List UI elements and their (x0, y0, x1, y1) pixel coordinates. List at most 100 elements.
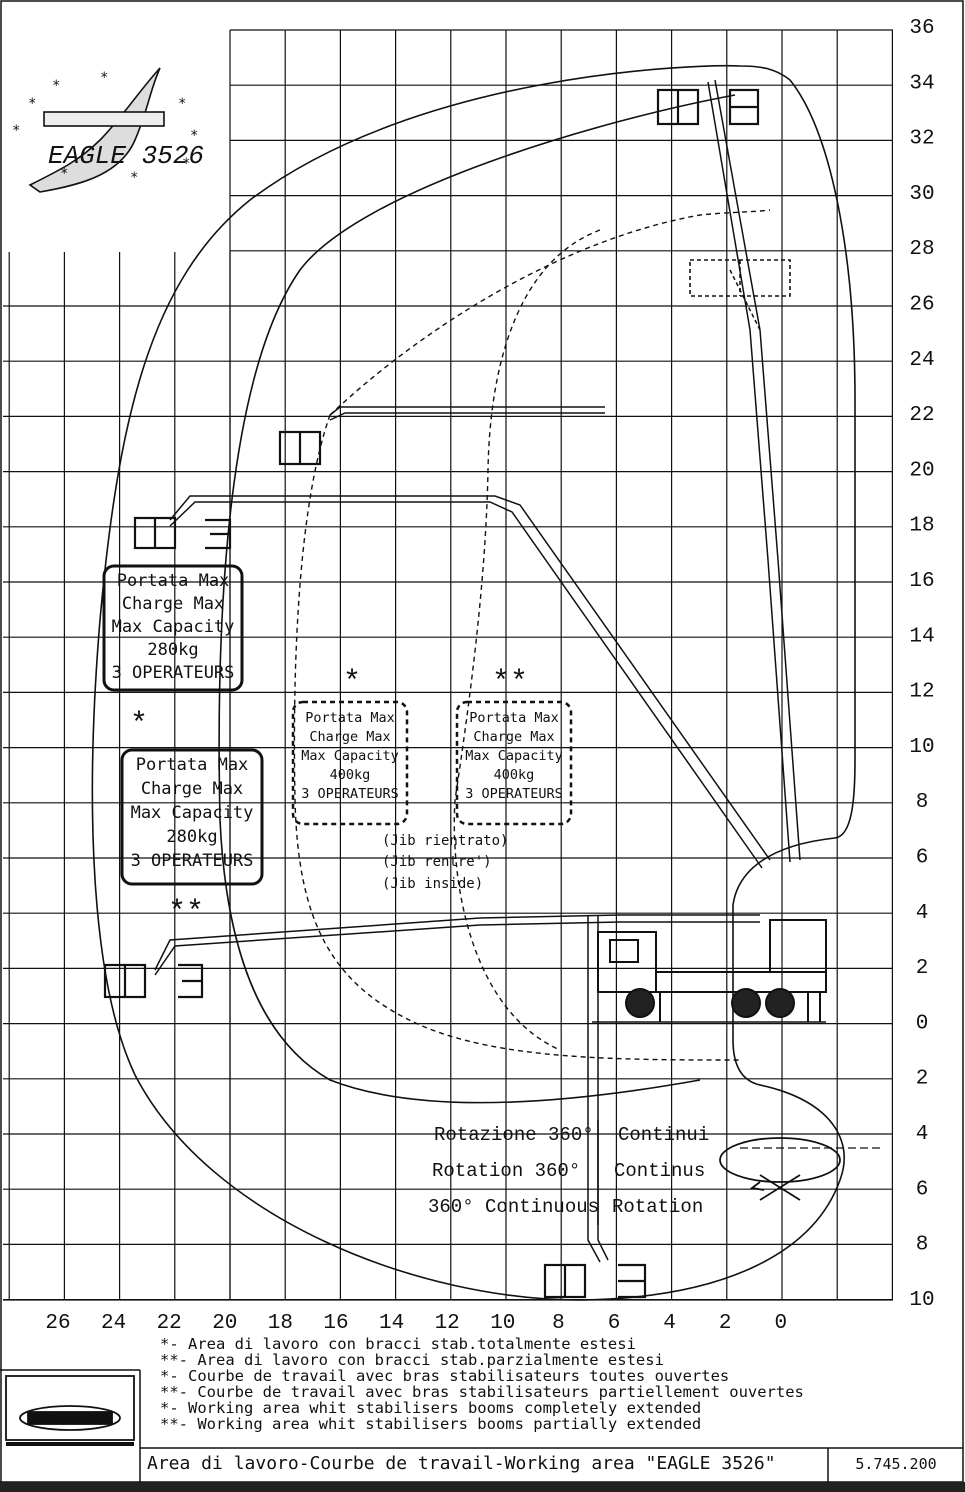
jib-notes: (Jib rientrato) (Jib rentre') (Jib insid… (382, 833, 508, 892)
dashed-envelopes (293, 209, 771, 1061)
platforms (103, 88, 791, 1299)
platform-top (656, 88, 760, 126)
y-tick-label: 10 (909, 736, 934, 759)
y-tick-label: 32 (909, 128, 934, 151)
footer-code: 5.745.200 (855, 1455, 937, 1473)
capacity-box-line: Max Capacity (112, 617, 235, 637)
x-tick-label: 8 (552, 1312, 565, 1335)
rotation-fr: Rotation 360° (432, 1160, 580, 1182)
capacity-box-line: Charge Max (309, 729, 390, 745)
star-icon: * (130, 170, 138, 186)
y-tick-label: 24 (909, 349, 934, 372)
y-tick-label: 28 (909, 238, 934, 261)
x-tick-label: 10 (490, 1312, 515, 1335)
star-icon: * (28, 96, 36, 112)
y-tick-label: 4 (916, 902, 929, 925)
legend-line: **- Working area whit stabilisers booms … (160, 1415, 702, 1433)
capacity-box-line: Charge Max (122, 594, 224, 614)
x-tick-label: 24 (101, 1312, 126, 1335)
rotation-text: Rotazione 360° Rotation 360° 360° Contin… (428, 1124, 709, 1218)
x-tick-label: 6 (608, 1312, 621, 1335)
x-tick-label: 26 (45, 1312, 70, 1335)
capacity-box-line: 3 OPERATEURS (131, 851, 254, 871)
jib-note-it: (Jib rientrato) (382, 833, 508, 849)
inner-envelope (218, 94, 736, 1104)
y-tick-label: 14 (909, 625, 934, 648)
capacity-box-frame (455, 700, 573, 826)
bottom-bar (0, 1482, 965, 1492)
capacity-box-frame (102, 564, 244, 692)
legend-line: *- Courbe de travail avec bras stabilisa… (160, 1367, 730, 1385)
star-icon: * (60, 166, 68, 182)
capacity-box-line: 400kg (494, 767, 535, 783)
outer-envelope (91, 64, 856, 1301)
y-tick-label: 36 (909, 17, 934, 40)
y-tick-label: 30 (909, 183, 934, 206)
y-tick-label: 34 (909, 72, 934, 95)
capacity-box-line: Portata Max (136, 755, 249, 775)
capacity-box-line: Max Capacity (301, 748, 399, 764)
platform-18m (133, 516, 232, 550)
logo-text: EAGLE 3526 (48, 141, 204, 171)
y-tick-label: 2 (916, 1068, 929, 1091)
truck (592, 919, 827, 1023)
y-tick-label: 8 (916, 791, 929, 814)
y-tick-label: 2 (916, 957, 929, 980)
y-tick-label: 26 (909, 294, 934, 317)
capacity-box-line: 280kg (147, 640, 198, 660)
x-tick-label: 14 (379, 1312, 404, 1335)
x-tick-label: 4 (663, 1312, 676, 1335)
capacity-box-line: Portata Max (117, 571, 230, 591)
legend-line: *- Working area whit stabilisers booms c… (160, 1399, 702, 1417)
platform-22m (278, 430, 322, 466)
star-marker-box2-double: ** (168, 896, 204, 930)
capacity-box-line: Charge Max (473, 729, 554, 745)
x-tick-label: 0 (774, 1312, 787, 1335)
y-tick-label: 18 (909, 515, 934, 538)
capacity-box-line: Portata Max (469, 710, 558, 726)
capacity-box-frame (120, 748, 264, 886)
capacity-box-frame (291, 700, 409, 826)
star-icon: * (190, 128, 198, 144)
x-tick-label: 2 (719, 1312, 732, 1335)
y-tick-label: 6 (916, 1178, 929, 1201)
platform-dashed (689, 259, 791, 297)
capacity-box-line: 400kg (330, 767, 371, 783)
legend-line: **- Area di lavoro con bracci stab.parzi… (160, 1351, 664, 1369)
y-tick-label: 6 (916, 847, 929, 870)
working-envelopes (91, 64, 856, 1301)
star-icon: * (178, 96, 186, 112)
continuous-fr: Continus (614, 1160, 705, 1182)
grid (3, 29, 894, 1301)
legend-line: *- Area di lavoro con bracci stab.totalm… (160, 1335, 636, 1353)
y-tick-label: 20 (909, 459, 934, 482)
platform-low (103, 963, 204, 999)
star-icon: * (12, 123, 20, 139)
capacity-box-line: Max Capacity (465, 748, 563, 764)
star-icon: * (182, 156, 190, 172)
y-tick-label: 22 (909, 404, 934, 427)
capacity-box-line: Portata Max (305, 710, 394, 726)
footer-title: Area di lavoro-Courbe de travail-Working… (147, 1453, 776, 1474)
capacity-box-line: 3 OPERATEURS (112, 663, 235, 683)
boom-lines (154, 79, 801, 1263)
logo-stars: ********* (12, 70, 198, 186)
x-tick-label: 12 (435, 1312, 460, 1335)
y-tick-label: 16 (909, 570, 934, 593)
y-tick-label: 4 (916, 1123, 929, 1146)
star-icon: * (52, 78, 60, 94)
rotation-en: 360° Continuous (428, 1196, 599, 1218)
platform-bottom (543, 1263, 647, 1299)
eagle-logo: EAGLE 3526 (28, 67, 204, 193)
x-tick-label: 22 (157, 1312, 182, 1335)
y-tick-label: 0 (916, 1012, 929, 1035)
capacity-box-line: 3 OPERATEURS (301, 786, 399, 802)
